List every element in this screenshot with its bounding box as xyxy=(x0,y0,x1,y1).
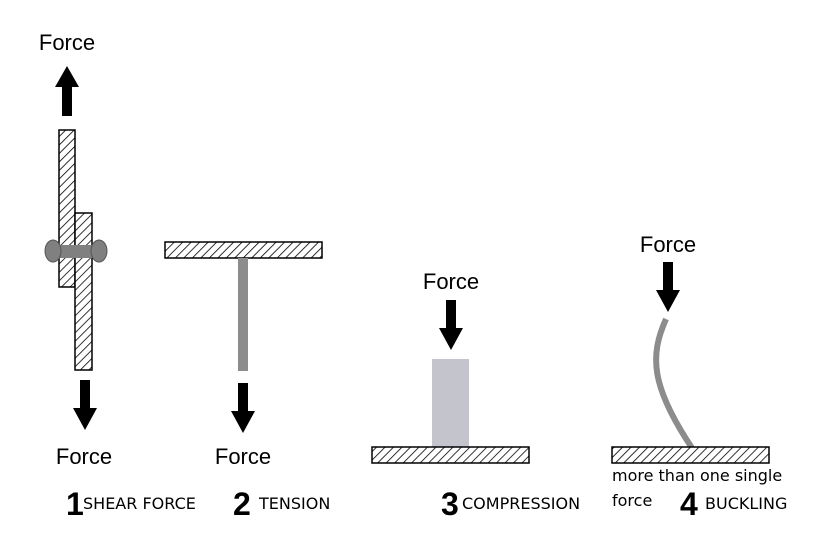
panel-number-1: 1 xyxy=(66,486,84,522)
tension-force-label: Force xyxy=(215,444,271,469)
panel-number-3: 3 xyxy=(441,486,459,522)
panel-compression: Force 3 COMPRESSION xyxy=(371,269,580,522)
shear-top-force-label: Force xyxy=(39,30,95,55)
caption-tension: TENSION xyxy=(258,494,330,513)
panel-shear-force: Force Force 1 SHEAR FORCE xyxy=(39,30,196,522)
buckling-note-line-1: more than one single xyxy=(612,466,782,485)
shear-bottom-force-label: Force xyxy=(56,444,112,469)
shear-up-arrow xyxy=(55,66,79,116)
compression-force-label: Force xyxy=(423,269,479,294)
caption-shear-force: SHEAR FORCE xyxy=(83,494,196,513)
rivet xyxy=(44,239,108,263)
shear-lower-plate xyxy=(74,212,93,371)
buckling-note-line-2: force xyxy=(612,491,652,510)
caption-compression: COMPRESSION xyxy=(462,494,580,513)
caption-buckling: BUCKLING xyxy=(705,494,787,513)
tension-rod xyxy=(238,258,248,371)
shear-down-arrow xyxy=(73,380,97,430)
panel-buckling: Force more than one single force 4 BUCKL… xyxy=(611,232,787,522)
tension-ceiling-support xyxy=(164,241,323,259)
buckling-force-label: Force xyxy=(640,232,696,257)
compression-down-arrow xyxy=(439,300,463,350)
buckling-rod xyxy=(653,317,695,450)
buckling-down-arrow xyxy=(656,262,680,312)
compression-floor-support xyxy=(371,446,530,464)
panel-number-4: 4 xyxy=(680,486,698,522)
tension-down-arrow xyxy=(231,383,255,433)
shear-upper-plate xyxy=(58,129,76,288)
panel-number-2: 2 xyxy=(233,486,251,522)
compression-block xyxy=(432,359,469,447)
panel-tension: Force 2 TENSION xyxy=(164,241,330,522)
buckling-floor-support xyxy=(611,446,770,464)
